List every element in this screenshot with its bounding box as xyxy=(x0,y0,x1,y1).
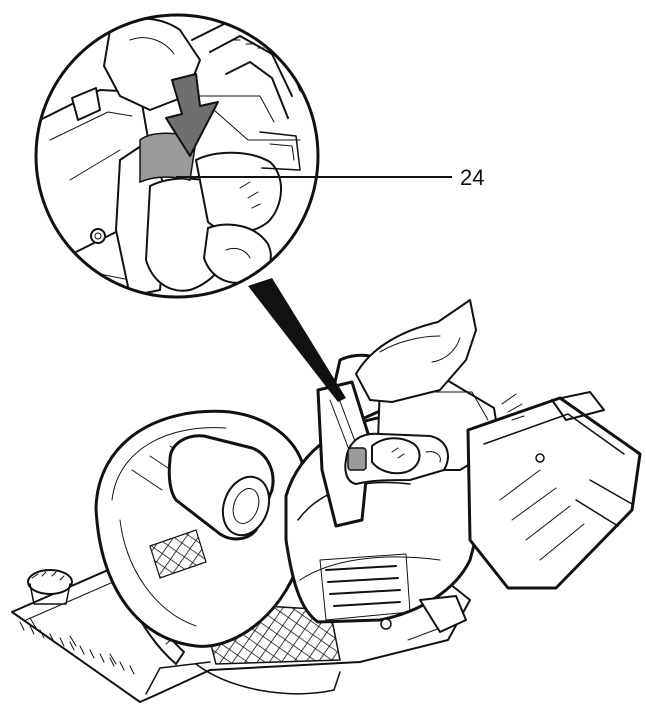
adjust-knob xyxy=(27,569,73,605)
switch-lock-button[interactable] xyxy=(347,447,367,471)
battery-pack xyxy=(466,391,642,590)
vent-slots xyxy=(319,553,411,621)
press-arrow-icon xyxy=(165,73,219,157)
switch-lock-detail xyxy=(139,132,197,184)
dust-port xyxy=(167,434,275,541)
saw-blade xyxy=(195,663,341,695)
callout-number: 24 xyxy=(460,165,484,190)
front-foot xyxy=(419,595,467,633)
callout-24: 24 xyxy=(176,165,484,190)
operator-hands xyxy=(344,299,525,485)
detail-magnifier xyxy=(34,13,320,299)
magnifier-pointer xyxy=(248,278,346,402)
circular-saw xyxy=(11,353,642,703)
